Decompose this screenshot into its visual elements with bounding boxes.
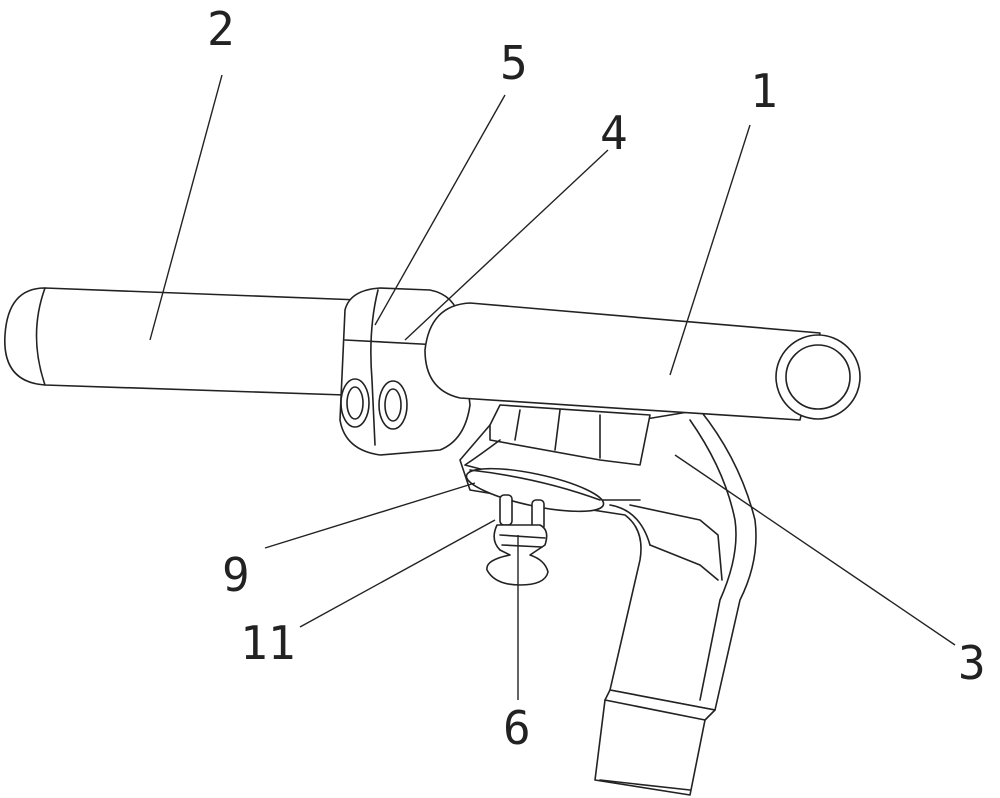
leader-4 (404, 149, 609, 341)
label-2: 2 (207, 2, 235, 56)
label-1: 1 (750, 64, 778, 118)
leader-1 (669, 124, 751, 376)
leader-lines (149, 74, 956, 700)
label-3: 3 (958, 636, 986, 690)
label-5: 5 (500, 36, 528, 90)
right-bar (424, 302, 861, 421)
label-11: 11 (240, 616, 296, 670)
leader-2 (149, 74, 223, 341)
label-4: 4 (600, 106, 628, 160)
left-bar (4, 287, 361, 396)
leader-3 (674, 454, 956, 646)
label-9: 9 (222, 548, 250, 602)
label-6: 6 (503, 701, 531, 755)
leader-9 (264, 482, 476, 549)
leader-5 (374, 94, 506, 326)
leader-11 (299, 519, 496, 628)
